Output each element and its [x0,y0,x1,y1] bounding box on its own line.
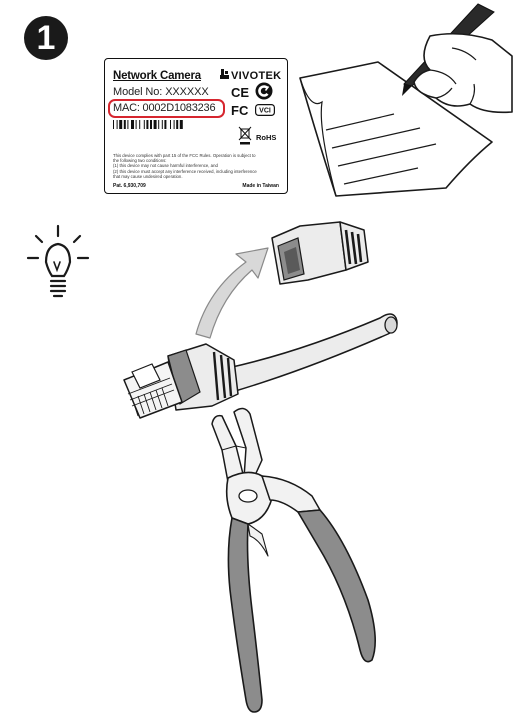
barcode-bar [161,120,163,129]
ce-mark: CE [231,85,250,100]
rohs-mark: RoHS [256,133,277,142]
rj45-cable-icon [123,313,398,419]
patent-number: Pat. 6,930,709 [113,183,146,189]
step-number-badge: 1 [24,16,68,60]
made-in: Made in Taiwan [242,183,279,189]
vci-mark-icon: VCI [255,104,275,116]
barcode-bar [158,120,160,129]
compliance-text: This device complies with part 15 of the… [113,153,283,179]
barcode-icon [113,120,183,129]
product-label: Network Camera VIVOTEK Model No: XXXXXX … [104,58,288,194]
rj45-boot-icon [271,221,369,285]
model-number: Model No: XXXXXX [113,86,209,98]
barcode-bar [146,120,149,129]
cutting-pliers-icon [211,407,376,713]
brand-mark-icon [220,69,229,79]
barcode-bar [127,120,129,129]
compliance-line: (2) this device must accept any interfer… [113,168,257,174]
curved-arrow-icon [195,247,269,339]
barcode-bar [135,120,137,129]
barcode-bar [153,120,157,129]
mac-highlight-box [108,99,225,118]
barcode-bar [170,120,171,129]
fc-mark: FC [231,103,249,118]
barcode-bar [176,120,179,129]
barcode-bar [139,120,141,129]
c-tick-logo-icon [255,82,273,100]
label-title: Network Camera [113,70,201,82]
barcode-bar [123,120,126,129]
barcode-bar [119,120,123,129]
barcode-bar [150,120,152,129]
barcode-bar [116,120,118,129]
barcode-bar [131,120,134,129]
barcode-bar [113,120,114,129]
weee-bin-icon [238,126,252,145]
barcode-bar [164,120,167,129]
vci-mark-text: VCI [259,108,271,115]
barcode-bar [173,120,175,129]
brand-name: VIVOTEK [231,70,282,82]
signing-hand-icon [299,3,513,197]
compliance-line: This device complies with part 15 of the… [113,153,256,158]
barcode-bar [179,120,183,129]
compliance-line: the following two conditions: [113,158,167,164]
mac-address: MAC: 0002D1083236 [113,102,216,114]
compliance-line: (1) this device may not cause harmful in… [113,163,218,169]
barcode-bar [143,120,145,129]
compliance-line: that may cause undesired operation. [113,173,183,179]
lightbulb-icon [26,224,90,298]
